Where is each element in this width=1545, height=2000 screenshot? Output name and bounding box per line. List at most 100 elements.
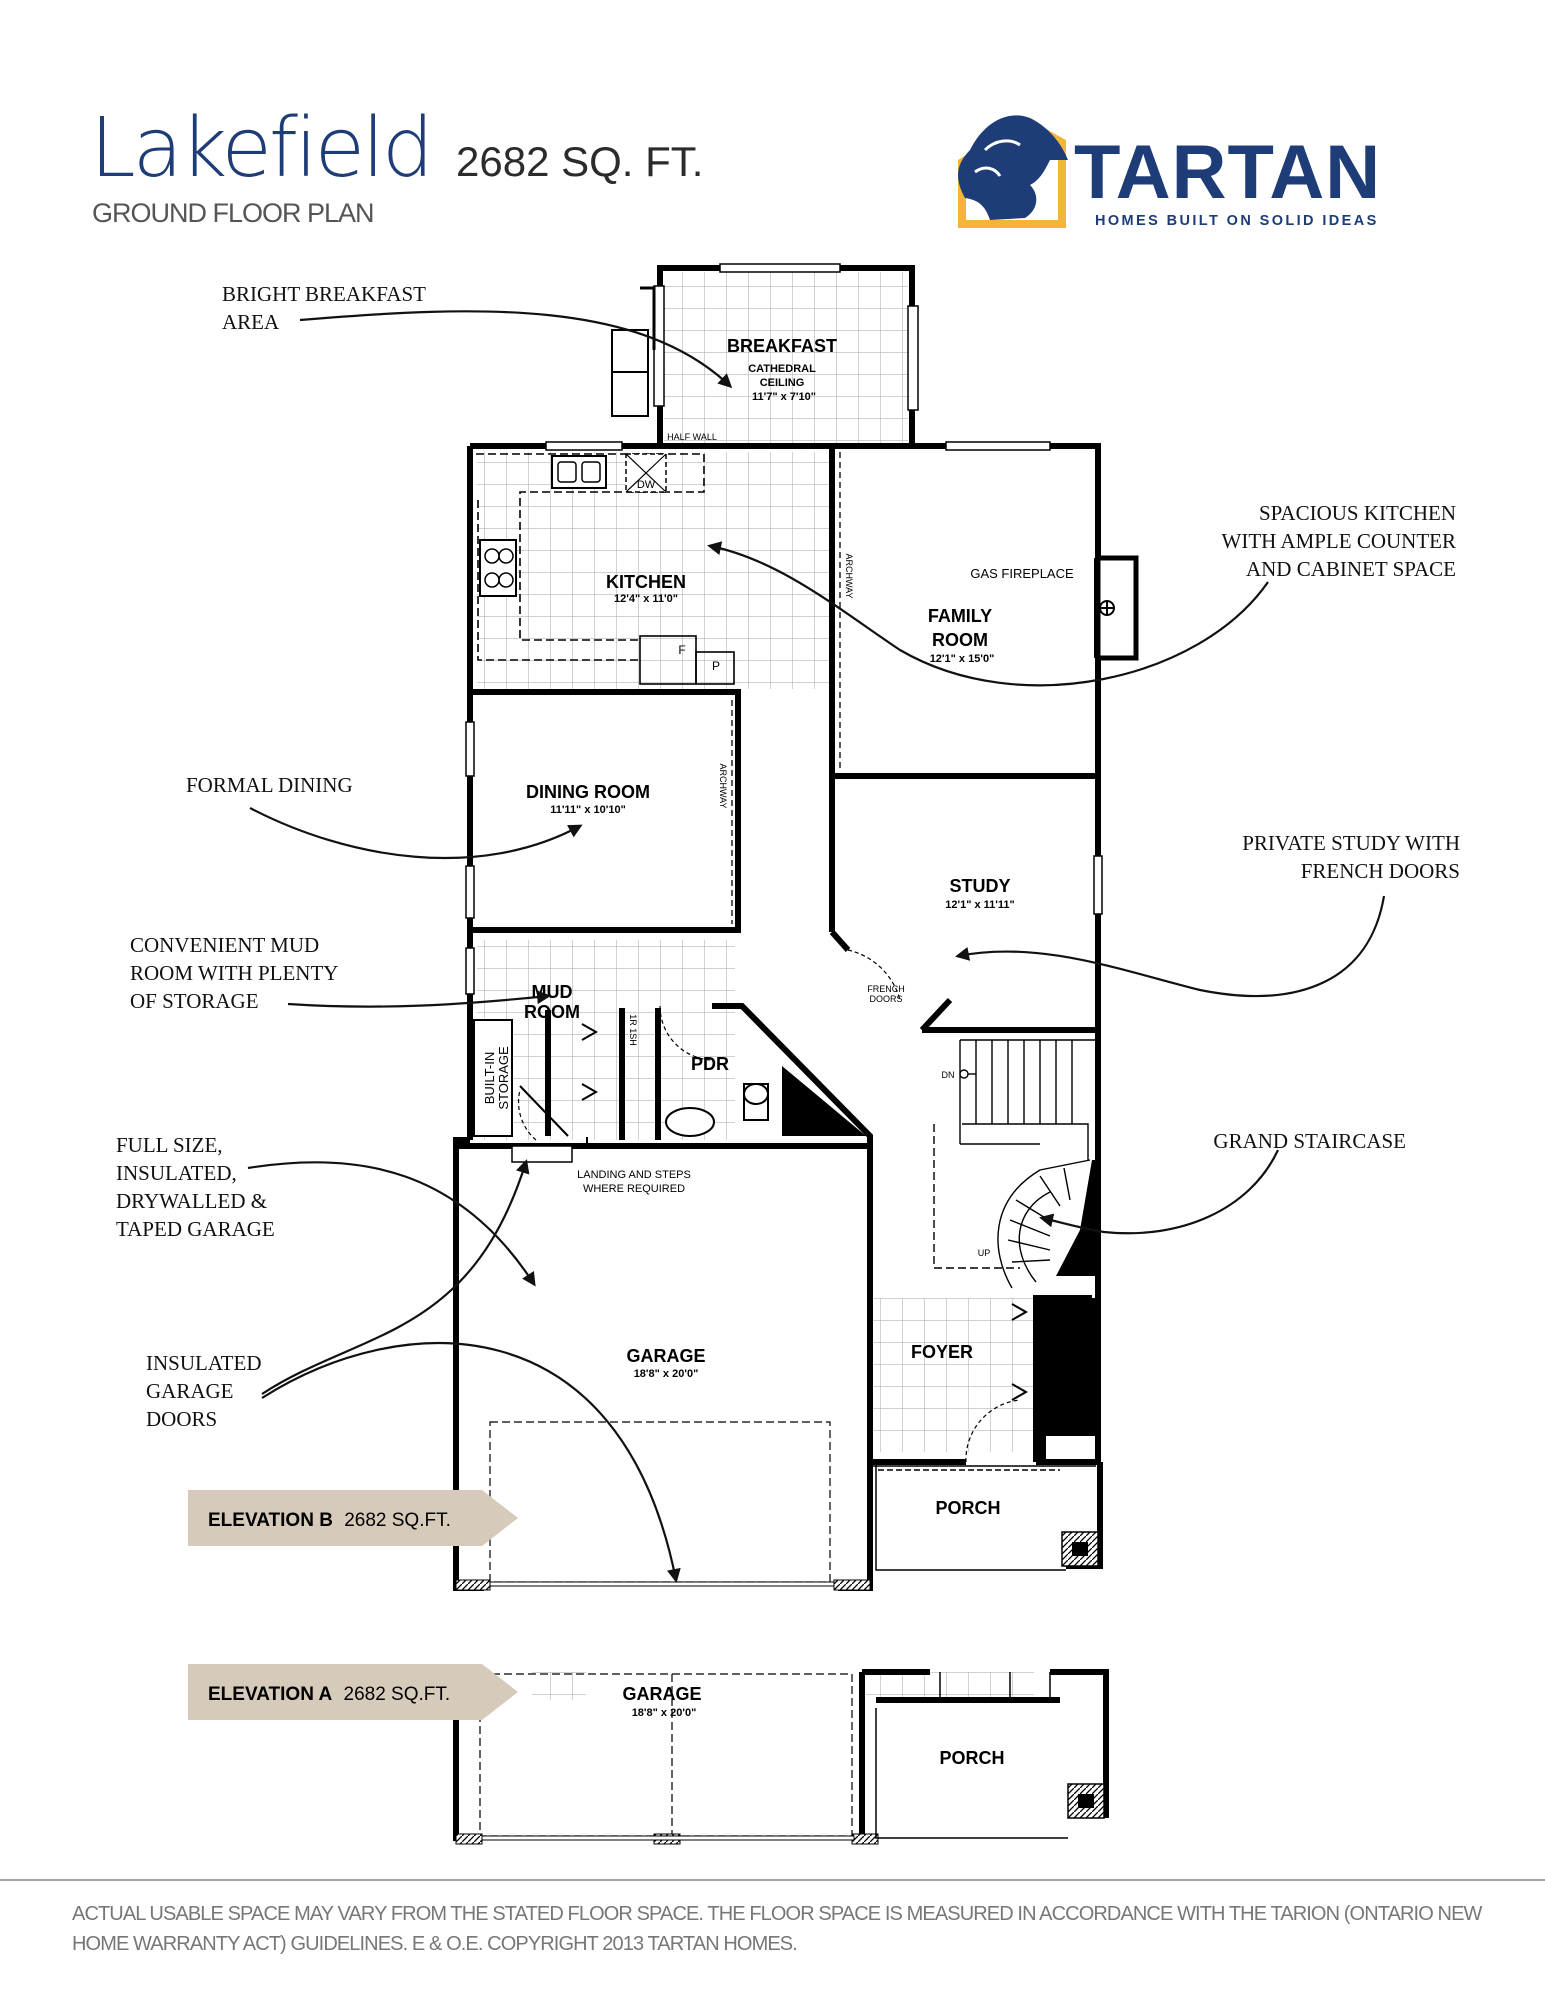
svg-text:ELEVATION B 2682 SQ.FT.: ELEVATION B 2682 SQ.FT. xyxy=(208,1510,451,1531)
kitchen-label: KITCHEN xyxy=(606,572,686,592)
elevation-b-label: ELEVATION B xyxy=(208,1510,333,1531)
kitchen-dims: 12'4" x 11'0" xyxy=(614,593,678,605)
dining-dims: 11'11" x 10'10" xyxy=(550,804,626,816)
elev-a-garage-label: GARAGE xyxy=(622,1684,701,1704)
fireplace-icon xyxy=(1095,555,1139,661)
footer-line-1: ACTUAL USABLE SPACE MAY VARY FROM THE ST… xyxy=(72,1903,1483,1925)
family-dims: 12'1" x 15'0" xyxy=(930,653,995,665)
brand-tagline: HOMES BUILT ON SOLID IDEAS xyxy=(1095,213,1379,229)
kitchen-counters xyxy=(476,453,735,685)
callout-mud-1: CONVENIENT MUD xyxy=(130,933,319,957)
elev-a-porch-label: PORCH xyxy=(939,1748,1004,1768)
pdr-sink-icon xyxy=(665,1107,715,1137)
elevation-a-sqft: 2682 SQ.FT. xyxy=(344,1684,451,1705)
callout-kitchen-3: AND CABINET SPACE xyxy=(1246,557,1456,581)
floor-subtitle: GROUND FLOOR PLAN xyxy=(92,198,374,228)
elev-a-garage-dims: 18'8" x 20'0" xyxy=(632,1707,697,1719)
mud-label-2: ROOM xyxy=(524,1002,580,1022)
gas-fireplace-label: GAS FIREPLACE xyxy=(970,566,1074,581)
windows xyxy=(465,263,1103,995)
callout-breakfast-2: AREA xyxy=(222,310,280,334)
callout-dining-1: FORMAL DINING xyxy=(186,773,353,797)
mud-label-1: MUD xyxy=(532,982,573,1002)
landing-label-2: WHERE REQUIRED xyxy=(583,1183,685,1195)
lion-crest-icon xyxy=(958,115,1068,228)
tile-floors xyxy=(477,272,1036,1700)
callout-stair-1: GRAND STAIRCASE xyxy=(1213,1129,1406,1153)
callout-garage-3: DRYWALLED & xyxy=(116,1189,267,1213)
elevation-a-label: ELEVATION A xyxy=(208,1684,332,1705)
breakfast-dims: 11'7" x 7'10" xyxy=(752,391,816,403)
porch-label: PORCH xyxy=(935,1498,1000,1518)
study-label: STUDY xyxy=(949,876,1010,896)
callout-breakfast-1: BRIGHT BREAKFAST xyxy=(222,282,426,306)
study-dims: 12'1" x 11'11" xyxy=(945,899,1015,911)
callout-doors-2: GARAGE xyxy=(146,1379,234,1403)
elevation-b-tag: ELEVATION B 2682 SQ.FT. xyxy=(188,1490,518,1546)
svg-text:ELEVATION A 2682 SQ.FT.: ELEVATION A 2682 SQ.FT. xyxy=(208,1684,450,1705)
archways xyxy=(731,452,841,924)
up-label: UP xyxy=(978,1248,991,1258)
breakfast-note2: CEILING xyxy=(760,377,805,389)
closet-doors xyxy=(581,1023,1029,1401)
sink-icon xyxy=(551,455,607,489)
built-in-label: BUILT-IN xyxy=(482,1052,497,1105)
garage-door-outlines xyxy=(479,1421,853,1837)
staircase xyxy=(933,1039,1096,1289)
elevation-a-porch-lines xyxy=(875,1672,1068,1839)
breakfast-note1: CATHEDRAL xyxy=(748,363,816,375)
stove-icon xyxy=(479,539,517,597)
porch-columns xyxy=(1061,1531,1105,1819)
french-doors-label-2: DOORS xyxy=(869,994,902,1004)
callout-kitchen-1: SPACIOUS KITCHEN xyxy=(1259,501,1456,525)
callout-study-2: FRENCH DOORS xyxy=(1301,859,1460,883)
callout-doors-1: INSULATED xyxy=(146,1351,262,1375)
door-swings xyxy=(517,949,1021,1463)
callout-mud-3: OF STORAGE xyxy=(130,989,259,1013)
pantry-label: P xyxy=(712,659,720,673)
dn-label: DN xyxy=(942,1070,955,1080)
fridge-label: F xyxy=(678,643,685,657)
pdr-label: PDR xyxy=(691,1054,729,1074)
french-doors-label-1: FRENCH xyxy=(867,984,905,994)
callout-garage-4: TAPED GARAGE xyxy=(116,1217,275,1241)
elevation-a-tag: ELEVATION A 2682 SQ.FT. xyxy=(188,1664,518,1720)
toilet-icon xyxy=(743,1083,769,1121)
foyer-label: FOYER xyxy=(911,1342,973,1362)
callout-mud-2: ROOM WITH PLENTY xyxy=(130,961,338,985)
callout-garage-1: FULL SIZE, xyxy=(116,1133,223,1157)
shelf-label-2: 1R 1SH xyxy=(1064,1366,1074,1398)
callout-arrows xyxy=(247,310,1386,1583)
garage-label: GARAGE xyxy=(626,1346,705,1366)
tartan-logo: TARTAN HOMES BUILT ON SOLID IDEAS xyxy=(958,115,1381,229)
sqft-label: 2682 SQ. FT. xyxy=(456,138,703,185)
garage-thresholds xyxy=(455,1579,879,1845)
model-name: Lakefield xyxy=(90,101,431,196)
callout-study-1: PRIVATE STUDY WITH xyxy=(1242,831,1460,855)
dw-label: DW xyxy=(637,479,656,491)
callouts: BRIGHT BREAKFAST AREA SPACIOUS KITCHEN W… xyxy=(116,282,1460,1431)
built-in-storage xyxy=(473,1019,569,1137)
bay-window xyxy=(611,286,656,417)
callout-doors-3: DOORS xyxy=(146,1407,217,1431)
shelf-label-1: 1R 1SH xyxy=(628,1014,638,1046)
dishwasher-icon xyxy=(625,453,667,493)
callout-kitchen-2: WITH AMPLE COUNTER xyxy=(1222,529,1457,553)
footer-line-2: HOME WARRANTY ACT) GUIDELINES. E & O.E. … xyxy=(72,1933,797,1955)
breakfast-label: BREAKFAST xyxy=(727,336,837,356)
dining-label: DINING ROOM xyxy=(526,782,650,802)
landing-step xyxy=(511,1145,573,1163)
brand-name: TARTAN xyxy=(1074,130,1381,215)
header: Lakefield 2682 SQ. FT. GROUND FLOOR PLAN xyxy=(90,101,703,228)
family-label-1: FAMILY xyxy=(928,606,992,626)
archway-label-2: ARCHWAY xyxy=(718,764,728,809)
room-labels: BREAKFAST CATHEDRAL CEILING 11'7" x 7'10… xyxy=(482,336,1074,1768)
garage-dims: 18'8" x 20'0" xyxy=(634,1368,699,1380)
storage-label: STORAGE xyxy=(496,1046,511,1110)
half-wall-label: HALF WALL xyxy=(667,432,717,442)
footer-disclaimer: ACTUAL USABLE SPACE MAY VARY FROM THE ST… xyxy=(72,1903,1483,1955)
landing-label-1: LANDING AND STEPS xyxy=(577,1169,691,1181)
elevation-b-sqft: 2682 SQ.FT. xyxy=(344,1510,451,1531)
archway-label-1: ARCHWAY xyxy=(844,554,854,599)
